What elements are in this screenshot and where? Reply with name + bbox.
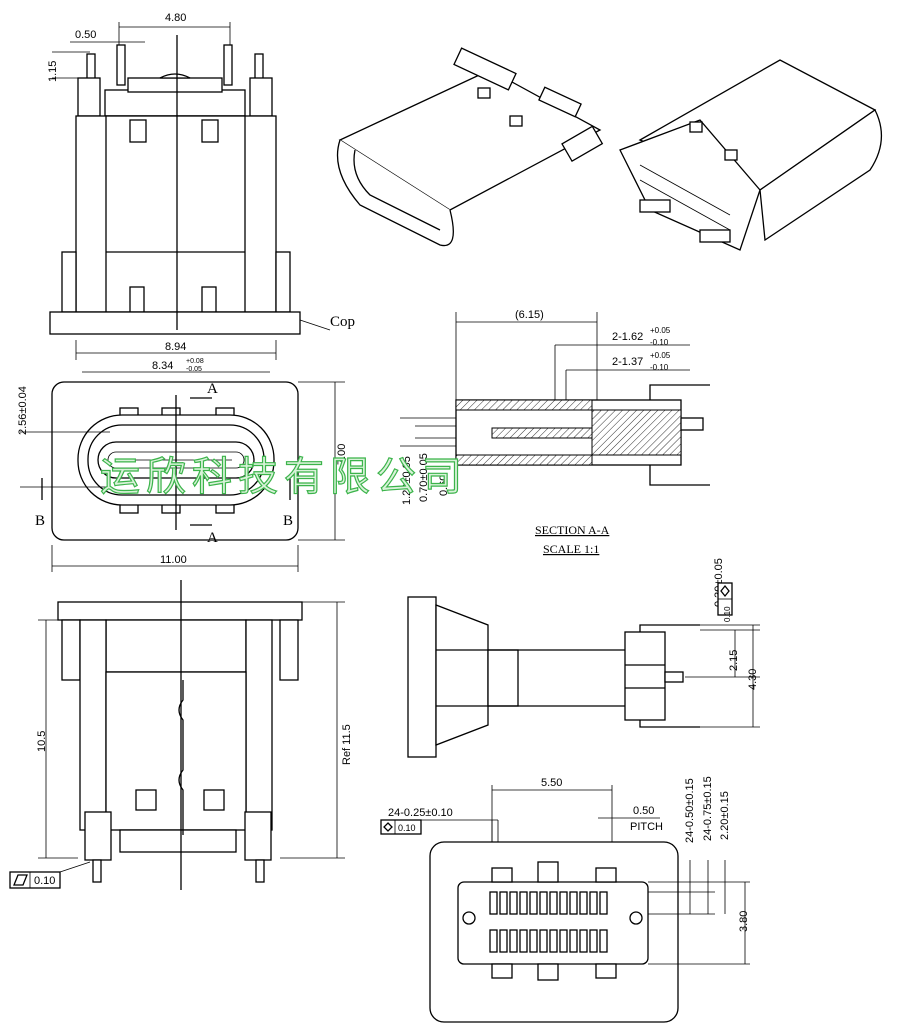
dim-4-30: 4.30 (747, 669, 759, 690)
section-b-left: B (35, 513, 45, 529)
isometric-view-right (619, 59, 883, 251)
watermark-text: 运欣科技有限公司 (100, 454, 468, 500)
pad-row-bottom (489, 929, 608, 953)
dim-8-34-tol-minus: -0.05 (186, 366, 202, 373)
dim-1-20: 1.20±0.05 (401, 456, 413, 505)
dim-2-1-37-tol-minus: -0.10 (650, 363, 669, 372)
dim-r2: 24-0.75±0.15 (702, 776, 714, 841)
dim-r4: 3.80 (738, 911, 750, 932)
dim-r3: 2.20±0.15 (719, 791, 731, 840)
dim-2-56: 2.56±0.04 (17, 386, 29, 435)
dim-ref-11-5: Ref 11.5 (341, 724, 353, 765)
section-title: SECTION A-A (535, 523, 610, 537)
dim-10-5: 10.5 (36, 731, 48, 752)
dim-2-1-37-tol-plus: +0.05 (650, 351, 671, 360)
dim-8-34: 8.34 (152, 360, 173, 372)
dim-r1: 24-0.50±0.15 (684, 778, 696, 843)
flatness-value: 0.10 (34, 875, 55, 887)
profile-view: 0.30±0.05 0.10 2.15 4.30 (407, 558, 760, 758)
dim-2-1-62-tol-plus: +0.05 (650, 326, 671, 335)
pitch-value: 0.50 (633, 805, 654, 817)
profile-tol-frame: 0.10 (723, 606, 732, 622)
dim-5-50: 5.50 (541, 777, 562, 789)
pad-row-top (489, 891, 608, 915)
top-view: 4.80 0.50 1.15 Cop 8.94 8.3 (47, 12, 355, 373)
dim-8-94: 8.94 (165, 341, 186, 353)
footprint-tol-frame: 0.10 (398, 823, 416, 833)
pitch-label: PITCH (630, 821, 663, 833)
dim-11-00: 11.00 (160, 554, 187, 566)
dim-8-34-tol-plus: +0.08 (186, 358, 204, 365)
section-b-right: B (283, 513, 293, 529)
dim-0-70: 0.70±0.05 (418, 453, 430, 502)
isometric-view-left (336, 47, 604, 247)
dim-6-15: (6.15) (515, 309, 544, 321)
footprint-view: 5.50 24-0.25±0.10 0.10 0.50 PITCH (380, 776, 750, 1023)
dim-pads: 24-0.25±0.10 (388, 807, 453, 819)
section-scale: SCALE 1:1 (543, 542, 599, 556)
section-a-a: (6.15) 2-1.62 +0.05 -0.10 2-1.37 +0.05 -… (400, 309, 710, 556)
dim-1-15: 1.15 (47, 61, 59, 82)
section-a-bottom: A (207, 530, 218, 546)
dim-0-60: 0.60 (438, 475, 450, 496)
dim-2-1-62: 2-1.62 (612, 331, 643, 343)
side-view: 10.5 Ref 11.5 0.10 (9, 580, 353, 890)
dim-2-1-37: 2-1.37 (612, 356, 643, 368)
dim-4-80: 4.80 (165, 12, 186, 24)
cop-label: Cop (330, 314, 355, 330)
dim-7-00: 7.00 (336, 444, 348, 465)
section-a-top: A (207, 381, 218, 397)
front-view: 2.56±0.04 7.00 11.00 A A B B (17, 381, 348, 572)
dim-2-15: 2.15 (728, 650, 740, 671)
dim-0-50: 0.50 (75, 29, 96, 41)
dim-2-1-62-tol-minus: -0.10 (650, 338, 669, 347)
